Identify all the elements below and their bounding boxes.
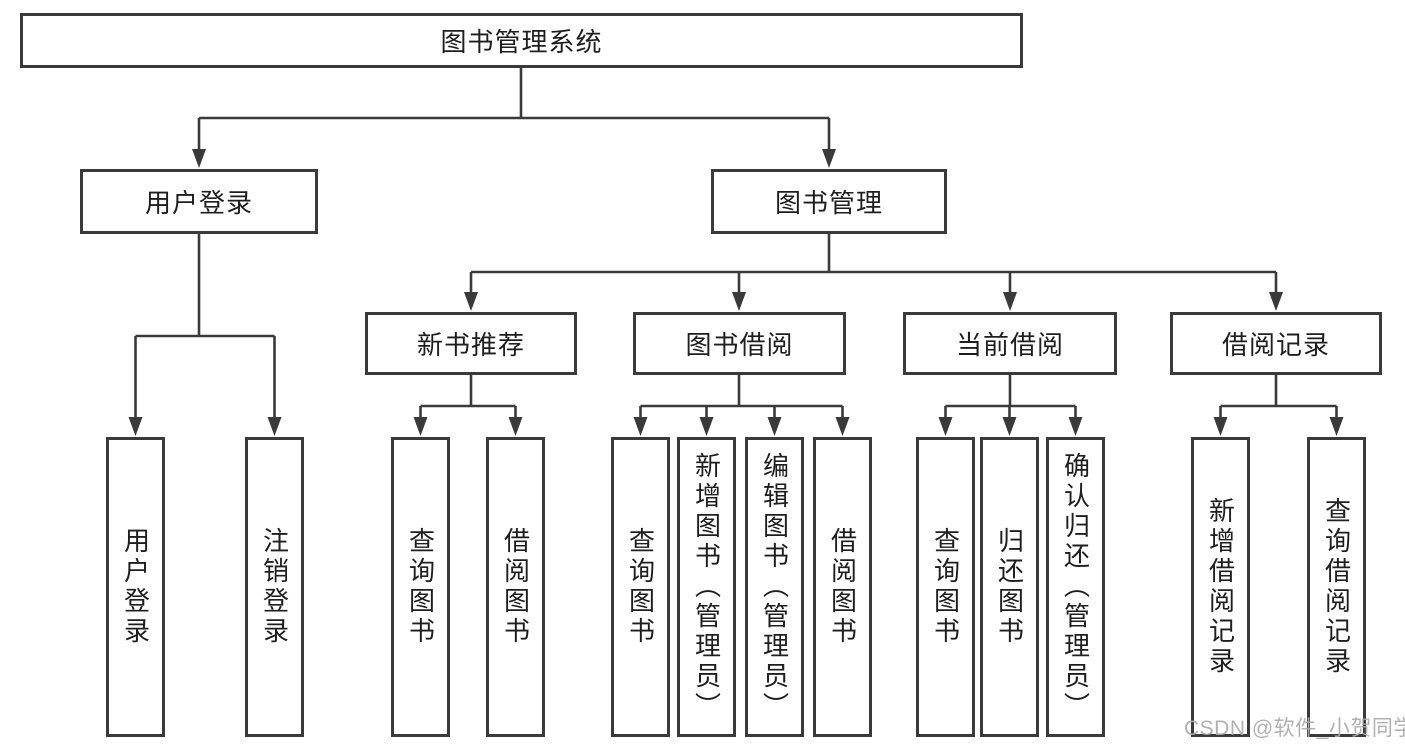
leaf-current-query-books-label: 查询图书	[930, 527, 961, 647]
leaf-records-add-record-label: 新增借阅记录	[1205, 497, 1236, 677]
node-user-login-label: 用户登录	[144, 188, 253, 218]
leaf-recommend-borrow-books: 借阅图书	[486, 437, 545, 737]
leaf-borrowing-add-books-admin-label: 新增图书（管理员）	[691, 452, 722, 722]
leaf-current-confirm-return-admin: 确认归还（管理员）	[1046, 437, 1105, 737]
leaf-borrowing-query-books-label: 查询图书	[625, 527, 656, 647]
leaf-recommend-query-books-label: 查询图书	[405, 527, 436, 647]
node-book-borrowing: 图书借阅	[633, 312, 846, 375]
node-new-book-recommend-label: 新书推荐	[416, 330, 525, 360]
node-library-system-label: 图书管理系统	[440, 27, 603, 57]
node-library-system: 图书管理系统	[20, 13, 1023, 68]
leaf-borrowing-edit-books-admin: 编辑图书（管理员）	[745, 437, 804, 737]
leaf-current-confirm-return-admin-label: 确认归还（管理员）	[1060, 452, 1091, 722]
leaf-borrowing-query-books: 查询图书	[611, 437, 670, 737]
leaf-records-add-record: 新增借阅记录	[1191, 437, 1250, 737]
leaf-recommend-query-books: 查询图书	[391, 437, 450, 737]
leaf-current-return-books-label: 归还图书	[994, 527, 1025, 647]
leaf-logout: 注销登录	[245, 437, 304, 737]
node-current-borrowing-label: 当前借阅	[955, 330, 1064, 360]
leaf-user-login: 用户登录	[106, 437, 165, 737]
node-user-login: 用户登录	[80, 169, 318, 234]
leaf-records-query-record: 查询借阅记录	[1307, 437, 1366, 737]
leaf-user-login-label: 用户登录	[120, 527, 151, 647]
node-book-management-label: 图书管理	[774, 188, 883, 218]
node-borrowing-records-label: 借阅记录	[1221, 330, 1330, 360]
leaf-current-return-books: 归还图书	[980, 437, 1039, 737]
csdn-watermark: CSDN @软件_小贺同学	[1184, 717, 1405, 740]
leaf-borrowing-borrow-books: 借阅图书	[813, 437, 872, 737]
leaf-current-query-books: 查询图书	[916, 437, 975, 737]
node-book-management: 图书管理	[711, 169, 947, 234]
leaf-borrowing-borrow-books-label: 借阅图书	[827, 527, 858, 647]
leaf-logout-label: 注销登录	[259, 527, 290, 647]
node-borrowing-records: 借阅记录	[1170, 312, 1382, 375]
node-current-borrowing: 当前借阅	[903, 312, 1117, 375]
leaf-borrowing-add-books-admin: 新增图书（管理员）	[677, 437, 736, 737]
node-new-book-recommend: 新书推荐	[365, 312, 577, 375]
leaf-borrowing-edit-books-admin-label: 编辑图书（管理员）	[759, 452, 790, 722]
node-book-borrowing-label: 图书借阅	[685, 330, 794, 360]
leaf-records-query-record-label: 查询借阅记录	[1321, 497, 1352, 677]
leaf-recommend-borrow-books-label: 借阅图书	[500, 527, 531, 647]
